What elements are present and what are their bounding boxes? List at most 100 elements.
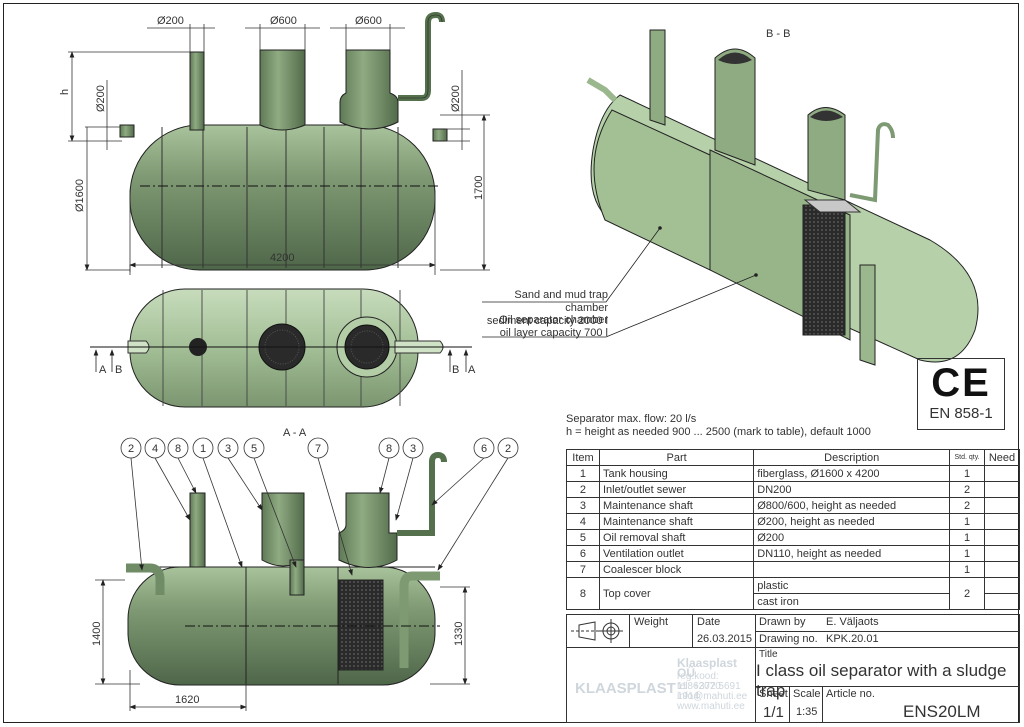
weight-cell: Weight [629,614,693,648]
bom-need-input[interactable] [983,513,1021,530]
drawing-title: I class oil separator with a sludge trap [756,661,1007,700]
company-email: info@mahuti.ee [677,691,748,702]
item-balloon [497,437,519,459]
balloon-label: 3 [410,443,416,455]
vent-shaft [189,51,205,131]
note-height: h = height as needed 900 ... 2500 (mark … [566,426,871,438]
sand-trap-chamber [593,109,711,271]
ce-certification-box: CE EN 858-1 [917,358,1005,430]
scale-cell: Scale 1:35 [789,686,823,723]
balloon-leader [154,457,191,521]
callout-oil-separator-line1: Oil separator chamber [499,314,608,326]
bom-qty: 2 [949,577,985,610]
title-label: Title [759,649,778,660]
sheet-label: Sheet [759,688,788,700]
balloon-label: 4 [152,443,158,455]
item-balloon [473,437,495,459]
callout-oil-separator-line2: oil layer capacity 700 l [499,327,608,339]
bom-item: 6 [566,545,600,562]
balloon-label: 2 [505,443,511,455]
balloon-leader [437,457,509,571]
balloon-leader [227,457,263,511]
bom-qty: 2 [949,481,985,498]
bom-item: 3 [566,497,600,514]
bom-item: 8 [566,577,600,610]
balloon-label: 8 [386,443,392,455]
date-cell: Date 26.03.2015 [692,614,756,648]
bom-need-input[interactable] [983,481,1021,498]
bom-part: Maintenance shaft [598,497,755,514]
bom-need-input[interactable] [983,545,1021,562]
title-cell: Title I class oil separator with a sludg… [755,647,1020,700]
balloon-leader [379,457,390,494]
bom-qty: 1 [949,561,985,578]
item-balloon [378,437,400,459]
section-mark-a-left: A [99,364,107,376]
bom-need-input[interactable] [983,561,1021,578]
dim-chamber-length: 1620 [175,694,199,706]
dim-tank-diameter: Ø1600 [74,179,86,212]
bom-need-input[interactable] [983,465,1021,482]
bom-row: cast iron [567,593,1021,610]
bom-part: Coalescer block [598,561,755,578]
drawing-no-label: Drawing no. [759,633,818,645]
section-mark-b-right: B [452,364,459,376]
date-label: Date [697,616,721,628]
dim-vent-diameter: Ø200 [157,15,184,27]
bom-item: 4 [566,513,600,530]
bom-need-input[interactable] [983,529,1021,546]
bom-part: Oil removal shaft [598,529,755,546]
maintenance-shaft-1 [259,49,306,131]
projection-symbol-cell [566,614,630,648]
section-bb-title: B - B [766,28,790,40]
bom-description: DN110, height as needed [753,545,951,562]
bom-need-input[interactable] [983,497,1021,514]
bom-qty: 1 [949,465,985,482]
bom-part: Top cover [598,577,755,610]
item-balloon [402,437,424,459]
item-balloon [144,437,166,459]
dim-inlet-height: 1400 [91,622,103,646]
title-block: Weight Date 26.03.2015 Drawn by E. Välja… [566,614,1020,723]
callout-oil-separator: Oil separator chamber oil layer capacity… [470,314,608,340]
bom-header-need: Need [983,449,1021,466]
bom-description: DN200 [753,481,951,498]
balloon-leader [317,457,353,576]
bom-description [753,561,951,578]
bom-item: 1 [566,465,600,482]
bom-header-item: Item [566,449,600,466]
bom-qty: 1 [949,545,985,562]
balloon-label: 6 [481,443,487,455]
bom-part: Maintenance shaft [598,513,755,530]
dim-shaft1-diameter: Ø600 [270,15,297,27]
bom-header-qty: Std. qty. [949,449,985,466]
section-aa-title: A - A [283,427,307,439]
bom-description: plastic [753,577,951,594]
balloon-label: 1 [200,443,206,455]
bom-description: Ø200, height as needed [753,513,951,530]
bom-description: Ø200 [753,529,951,546]
bom-description: Ø800/600, height as needed [753,497,951,514]
sheet-value: 1/1 [763,704,784,721]
dim-length: 4200 [270,252,294,264]
company-logo-cell: KLAASPLAST Klaasplast OÜ reg.kood: 11862… [566,647,756,723]
bom-part: Tank housing [598,465,755,482]
balloon-leader [395,457,414,521]
bom-qty: 1 [949,513,985,530]
elevation-view: Ø200 Ø600 Ø600 h Ø200 Ø1600 Ø200 1700 42… [59,11,490,275]
plan-view: A B B A [90,288,476,408]
section-bb-view: B - B [482,28,979,366]
bom-need-input[interactable] [983,577,1021,594]
bom-header-row: Item Part Description Std. qty. Need [566,449,1021,466]
dim-inlet-diameter: Ø200 [95,85,107,112]
balloon-leader [431,457,485,506]
bom-need-input[interactable] [983,593,1021,610]
coalescer-block [338,579,384,671]
drawing-notes: Separator max. flow: 20 l/s h = height a… [566,413,871,439]
